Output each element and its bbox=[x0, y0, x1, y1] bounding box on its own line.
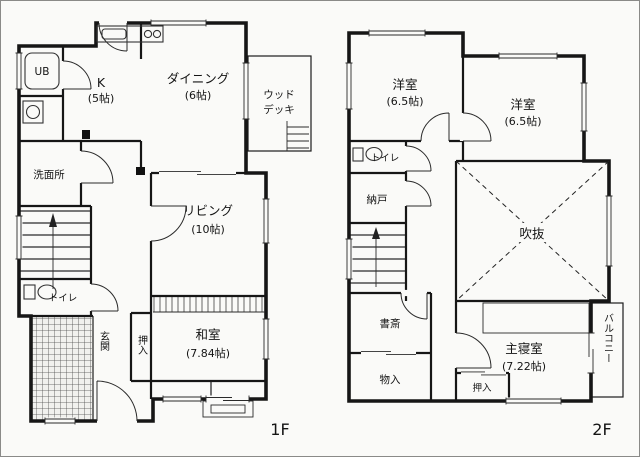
fixtures-2f bbox=[352, 146, 383, 287]
window bbox=[242, 62, 250, 120]
label-dining-size: (6帖) bbox=[185, 89, 212, 102]
stairs-down-arrow bbox=[372, 227, 380, 287]
toilet-icon bbox=[23, 284, 57, 300]
window bbox=[345, 238, 353, 280]
label-closet-1f: 押入 bbox=[136, 334, 148, 355]
label-master-size: (7.22帖) bbox=[502, 360, 546, 373]
window bbox=[262, 318, 270, 360]
window bbox=[605, 195, 613, 267]
door bbox=[77, 150, 114, 184]
stove-burner-icon bbox=[152, 29, 162, 39]
door bbox=[400, 289, 428, 320]
label-toilet-1f: トイレ bbox=[49, 293, 78, 304]
void-label-bg bbox=[509, 223, 556, 242]
stairs-up-arrow bbox=[49, 213, 57, 289]
sliding-door bbox=[205, 395, 250, 403]
window bbox=[162, 395, 202, 403]
label-small-storage: 物入 bbox=[380, 373, 401, 386]
window bbox=[345, 62, 353, 110]
door bbox=[87, 283, 119, 312]
porch-steps bbox=[202, 400, 254, 418]
window bbox=[580, 82, 588, 132]
label-wood-deck-2: デッキ bbox=[263, 103, 295, 116]
label-toilet-2f: トイレ bbox=[371, 153, 400, 164]
label-bedroom-a: 洋室 bbox=[392, 77, 417, 92]
pillars-1f bbox=[82, 130, 145, 175]
washer-icon bbox=[22, 100, 44, 124]
label-washitsu: 和室 bbox=[195, 327, 220, 342]
label-void: 吹抜 bbox=[519, 226, 545, 241]
window bbox=[262, 198, 270, 244]
floor1-plan: UB K (5帖) ダイニング (6帖) ウッド デッキ 洗面所 リビング (1… bbox=[15, 19, 312, 439]
window bbox=[505, 397, 562, 405]
interior-walls-2f bbox=[349, 33, 610, 401]
stairs-1f bbox=[19, 206, 91, 279]
floor2-plan: 洋室 (6.5帖) 洋室 (6.5帖) トイレ 納戸 吹抜 書斎 物入 押入 主… bbox=[345, 29, 624, 439]
label-bedroom-b: 洋室 bbox=[510, 97, 535, 112]
label-wood-deck-1: ウッド bbox=[263, 89, 295, 101]
sliding-door bbox=[159, 169, 236, 177]
label-living: リビング bbox=[183, 203, 233, 218]
label-genkan: 玄関 bbox=[98, 330, 110, 352]
door bbox=[147, 205, 187, 242]
bathtub-icon bbox=[24, 52, 60, 90]
door bbox=[459, 112, 492, 142]
master-band bbox=[482, 302, 590, 334]
labels-1f: UB K (5帖) ダイニング (6帖) ウッド デッキ 洗面所 リビング (1… bbox=[33, 66, 295, 360]
exterior-wall-2f bbox=[347, 31, 611, 403]
entrance-door bbox=[96, 380, 138, 425]
label-storage: 納戸 bbox=[367, 193, 388, 206]
door bbox=[402, 145, 432, 172]
door bbox=[420, 112, 450, 145]
fixtures-1f bbox=[22, 25, 164, 300]
genkan-tile bbox=[31, 317, 92, 420]
labels-2f: 洋室 (6.5帖) 洋室 (6.5帖) トイレ 納戸 吹抜 書斎 物入 押入 主… bbox=[367, 77, 614, 394]
tatami-edge-band bbox=[153, 297, 265, 312]
label-living-size: (10帖) bbox=[191, 223, 225, 236]
label-closet-2f: 押入 bbox=[472, 382, 492, 394]
label-ub: UB bbox=[35, 66, 50, 78]
kitchen-counter bbox=[96, 25, 164, 43]
doors-2f bbox=[361, 112, 506, 377]
sliding-door bbox=[461, 369, 506, 377]
label-study: 書斎 bbox=[380, 317, 401, 330]
stove-burner-icon bbox=[143, 29, 153, 39]
floor1-label: 1F bbox=[270, 420, 289, 439]
label-washitsu-size: (7.84帖) bbox=[186, 347, 230, 360]
windows-2f bbox=[345, 29, 613, 405]
label-bedroom-a-size: (6.5帖) bbox=[386, 95, 423, 108]
door bbox=[452, 332, 492, 369]
label-kitchen-size: (5帖) bbox=[88, 92, 115, 105]
label-balcony: バルコニー bbox=[602, 313, 614, 363]
label-dining: ダイニング bbox=[167, 71, 230, 86]
window bbox=[15, 52, 23, 90]
window bbox=[15, 215, 23, 260]
window bbox=[44, 417, 76, 425]
doors-1f bbox=[59, 19, 236, 425]
window bbox=[150, 19, 207, 27]
label-bedroom-b-size: (6.5帖) bbox=[504, 115, 541, 128]
label-kitchen: K bbox=[97, 75, 106, 90]
label-master: 主寝室 bbox=[505, 341, 543, 356]
door bbox=[59, 60, 92, 90]
sliding-door bbox=[361, 349, 416, 357]
door bbox=[402, 180, 432, 207]
door bbox=[98, 19, 128, 52]
window bbox=[498, 52, 558, 60]
floor2-label: 2F bbox=[592, 420, 611, 439]
sliding-door bbox=[587, 332, 595, 374]
windows-1f bbox=[15, 19, 270, 425]
label-washroom: 洗面所 bbox=[33, 169, 65, 181]
toilet-icon bbox=[352, 146, 383, 162]
window bbox=[368, 29, 426, 37]
